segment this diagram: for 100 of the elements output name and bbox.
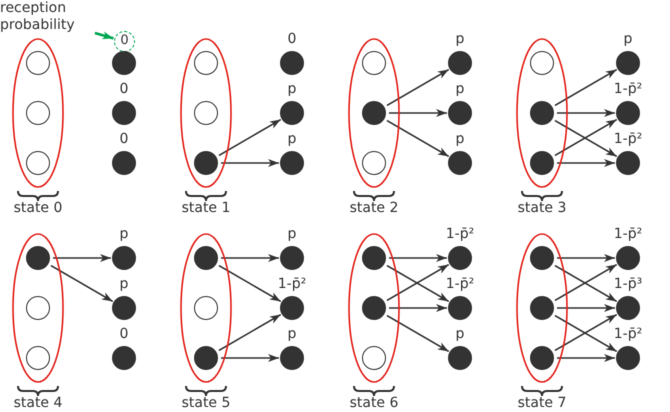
probability-label: 1-p̄² [612, 226, 644, 243]
probability-label: 0 [118, 81, 130, 98]
filled-circle [616, 151, 640, 175]
filled-circle [280, 101, 304, 125]
probability-label: p [286, 81, 298, 98]
filled-circle [448, 246, 472, 270]
filled-circle [280, 246, 304, 270]
filled-circle [616, 296, 640, 320]
arrow [221, 159, 279, 167]
probability-label: 1-p̄³ [612, 276, 644, 293]
filled-circle [362, 246, 386, 270]
probability-label: p [286, 131, 298, 148]
arrow [389, 304, 447, 312]
open-circle [194, 296, 218, 320]
filled-circle [112, 346, 136, 370]
arrow [221, 354, 279, 362]
probability-label: 0 [118, 326, 130, 343]
open-circle [26, 101, 50, 125]
open-circle [26, 346, 50, 370]
state-label: state 6 [348, 395, 400, 411]
filled-circle [448, 101, 472, 125]
open-circle [26, 51, 50, 75]
arrow [94, 31, 114, 40]
open-circle [530, 51, 554, 75]
state-label: state 1 [180, 200, 232, 216]
filled-circle [280, 296, 304, 320]
probability-label: p [118, 226, 130, 243]
filled-circle [530, 296, 554, 320]
filled-circle [112, 246, 136, 270]
probability-label: p [454, 31, 466, 48]
filled-circle [112, 101, 136, 125]
probability-label: p [286, 326, 298, 343]
arrow [557, 109, 615, 117]
probability-label: p [286, 226, 298, 243]
probability-label: 1-p̄² [612, 326, 644, 343]
filled-circle [448, 51, 472, 75]
probability-label: 1-p̄² [444, 276, 476, 293]
probability-label: 1-p̄² [444, 226, 476, 243]
open-circle [26, 296, 50, 320]
filled-circle [280, 51, 304, 75]
arrow [557, 354, 615, 362]
arrow [218, 118, 282, 156]
probability-label: p [622, 31, 634, 48]
filled-circle [616, 51, 640, 75]
arrow [218, 264, 282, 302]
arrow [221, 254, 279, 262]
filled-circle [530, 151, 554, 175]
filled-circle [530, 246, 554, 270]
filled-circle [112, 151, 136, 175]
open-circle [194, 51, 218, 75]
arrow [554, 68, 618, 106]
filled-circle [112, 51, 136, 75]
state-label: state 3 [516, 200, 568, 216]
state-label: state 4 [12, 395, 64, 411]
filled-circle [448, 296, 472, 320]
filled-circle [530, 346, 554, 370]
probability-label: p [454, 81, 466, 98]
filled-circle [616, 346, 640, 370]
filled-circle [26, 246, 50, 270]
arrow [389, 254, 447, 262]
filled-circle [616, 246, 640, 270]
arrow [386, 314, 450, 352]
filled-circle [362, 101, 386, 125]
filled-circle [112, 296, 136, 320]
state-label: state 7 [516, 395, 568, 411]
arrow [389, 109, 447, 117]
filled-circle [194, 246, 218, 270]
filled-circle [194, 151, 218, 175]
arrow [50, 264, 114, 302]
filled-circle [448, 151, 472, 175]
state-label: state 2 [348, 200, 400, 216]
filled-circle [280, 151, 304, 175]
probability-label: p [454, 326, 466, 343]
open-circle [362, 51, 386, 75]
filled-circle [448, 346, 472, 370]
probability-label: 0 [286, 31, 298, 48]
arrow [557, 304, 615, 312]
annotation-text: reception probability [0, 0, 76, 34]
open-circle [362, 346, 386, 370]
arrow [386, 68, 450, 106]
arrow [386, 120, 450, 158]
filled-circle [194, 346, 218, 370]
probability-label: 0 [118, 131, 130, 148]
probability-label: p [118, 276, 130, 293]
filled-circle [362, 296, 386, 320]
probability-label: p [454, 131, 466, 148]
probability-label: 1-p̄² [276, 276, 308, 293]
state-label: state 0 [12, 200, 64, 216]
filled-circle [280, 346, 304, 370]
arrow [53, 254, 111, 262]
probability-label: 1-p̄² [612, 81, 644, 98]
arrow [218, 314, 282, 352]
filled-circle [616, 101, 640, 125]
filled-circle [530, 101, 554, 125]
arrow [557, 254, 615, 262]
open-circle [194, 101, 218, 125]
state-label: state 5 [180, 395, 232, 411]
arrow [557, 159, 615, 167]
open-circle [362, 151, 386, 175]
probability-label: 1-p̄² [612, 131, 644, 148]
